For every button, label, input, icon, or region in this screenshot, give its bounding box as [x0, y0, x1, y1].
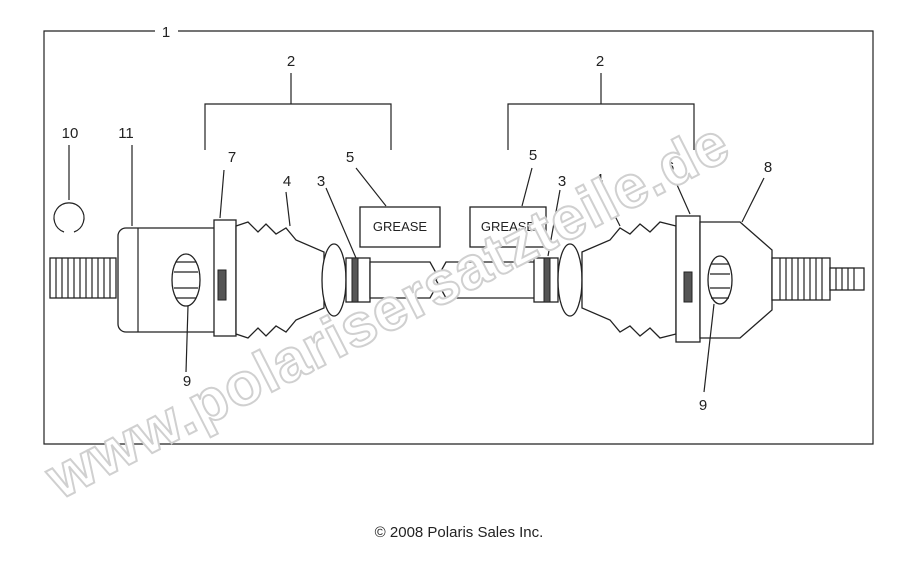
- callout-9-right: 9: [699, 397, 707, 414]
- callout-3-right: 3: [558, 173, 566, 190]
- callout-6: 6: [666, 159, 674, 176]
- callout-2-left: 2: [287, 53, 295, 70]
- callout-10: 10: [62, 125, 79, 142]
- callout-8: 8: [764, 159, 772, 176]
- callout-1: 1: [162, 24, 170, 41]
- snap-ring: [53, 145, 85, 233]
- right-cv-housing: [699, 177, 773, 339]
- callout-9-left: 9: [183, 373, 191, 390]
- left-spline-shaft: [49, 257, 117, 299]
- bracket-right: [507, 73, 695, 150]
- leader-9-left: [185, 305, 189, 373]
- callout-7: 7: [228, 149, 236, 166]
- callout-11: 11: [118, 125, 134, 142]
- copyright-notice: © 2008 Polaris Sales Inc.: [374, 524, 544, 541]
- assembly-frame: [43, 30, 874, 445]
- left-inner-clamp: [321, 187, 371, 317]
- right-inner-clamp: [533, 189, 583, 317]
- bracket-left: [204, 73, 392, 150]
- callout-5-left: 5: [346, 149, 354, 166]
- callout-4-right: 4: [595, 171, 603, 188]
- callout-5-right: 5: [529, 147, 537, 164]
- grease-box-right: GREASE: [469, 167, 547, 248]
- right-clamp-band: [673, 177, 701, 343]
- left-cv-housing: [117, 145, 223, 333]
- grease-label-right: GREASE: [481, 219, 536, 234]
- right-spline-shaft: [771, 257, 865, 301]
- leader-9-right: [703, 303, 715, 393]
- callout-4-left: 4: [283, 173, 291, 190]
- left-clamp-band: [213, 169, 237, 337]
- callout-2-right: 2: [596, 53, 604, 70]
- callout-3-left: 3: [317, 173, 325, 190]
- left-boot: [235, 191, 325, 339]
- grease-box-left: GREASE: [355, 167, 441, 248]
- grease-label-left: GREASE: [373, 219, 428, 234]
- center-shaft: [369, 261, 539, 299]
